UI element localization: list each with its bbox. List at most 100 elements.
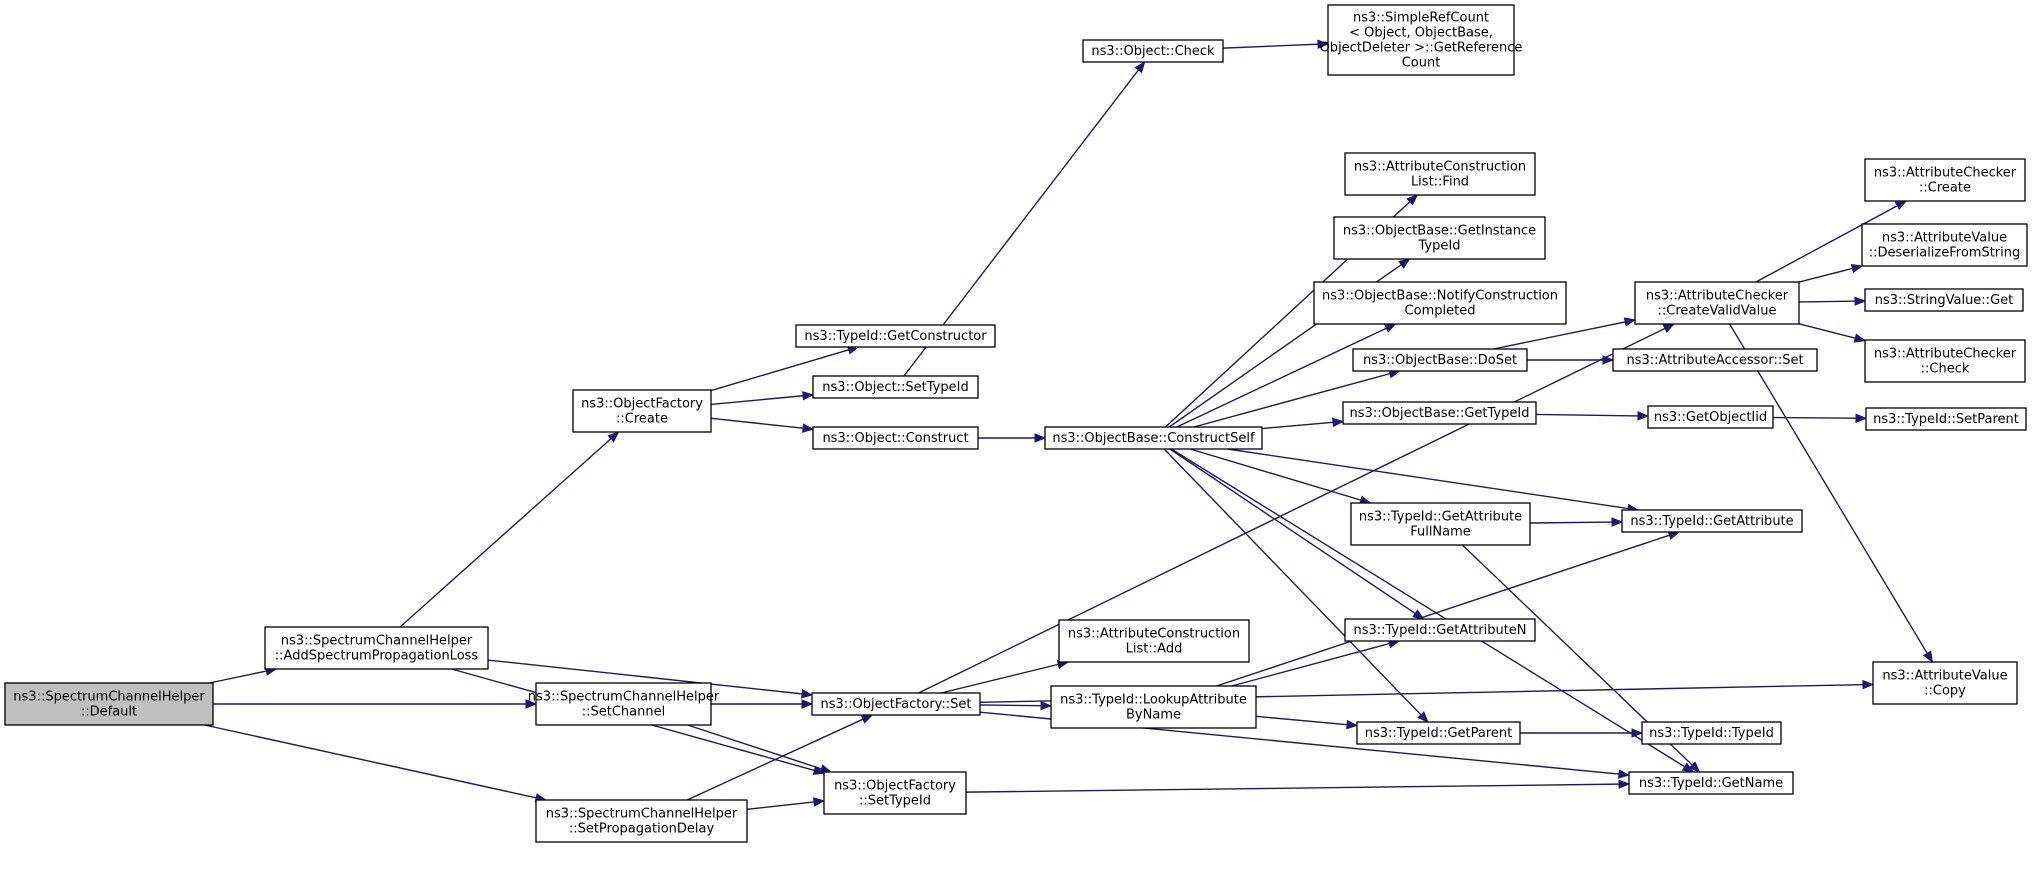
node-accreatevalid[interactable]: ns3::AttributeChecker::CreateValidValue: [1634, 281, 1800, 325]
arrowhead: [1862, 679, 1875, 690]
edge-accreatevalid-to-avcopy: [1728, 323, 1928, 654]
node-osettypeid[interactable]: ns3::Object::SetTypeId: [812, 375, 979, 399]
node-box: [812, 375, 979, 399]
edge-default-to-addloss: [209, 670, 267, 684]
node-tgetname[interactable]: ns3::TypeId::GetName: [1628, 771, 1794, 795]
node-avdeser[interactable]: ns3::AttributeValue::DeserializeFromStri…: [1861, 223, 2028, 267]
edge-ofsettypeid-to-tgetname: [965, 783, 1620, 793]
nodes: ns3::SpectrumChannelHelper::Defaultns3::…: [4, 4, 2028, 843]
node-obconstructself[interactable]: ns3::ObjectBase::ConstructSelf: [1044, 426, 1263, 450]
arrowhead: [1417, 711, 1429, 723]
arrowhead: [1662, 323, 1676, 333]
node-tgetattr[interactable]: ns3::TypeId::GetAttribute: [1621, 509, 1803, 533]
node-label: ns3::TypeId::TypeId: [1649, 726, 1774, 741]
arrowhead: [1602, 355, 1615, 365]
node-label: ::SetChannel: [582, 705, 665, 720]
node-ttypeid[interactable]: ns3::TypeId::TypeId: [1641, 721, 1782, 745]
node-obnotify[interactable]: ns3::ObjectBase::NotifyConstructionCompl…: [1313, 281, 1567, 325]
edge-obconstructself-to-tgetparent: [1163, 448, 1422, 716]
node-tsetparent[interactable]: ns3::TypeId::SetParent: [1865, 407, 2027, 431]
node-label: TypeId: [1418, 239, 1461, 254]
node-obgettypeid[interactable]: ns3::ObjectBase::GetTypeId: [1342, 401, 1537, 425]
edge-ofcreate-to-tgetctor: [710, 349, 849, 392]
node-ofset[interactable]: ns3::ObjectFactory::Set: [811, 692, 981, 716]
node-refcount[interactable]: ns3::SimpleRefCount< Object, ObjectBase,…: [1320, 4, 1523, 76]
edge-tgetattrfull-to-tgetattr: [1529, 521, 1613, 524]
node-label: ns3::ObjectBase::GetInstance: [1343, 224, 1536, 239]
node-label: ns3::SpectrumChannelHelper: [281, 634, 473, 649]
node-label: ::SetTypeId: [859, 794, 931, 809]
edge-obgettypeid-to-getobjectiid: [1535, 413, 1639, 417]
node-box: [1872, 661, 2018, 705]
node-label: ns3::Object::Construct: [822, 431, 968, 446]
edge-tlookup-to-tgetattr: [1216, 534, 1670, 687]
node-setdelay[interactable]: ns3::SpectrumChannelHelper::SetPropagati…: [535, 799, 748, 843]
node-svget[interactable]: ns3::StringValue::Get: [1864, 288, 2024, 312]
node-getobjectiid[interactable]: ns3::GetObjectIid: [1647, 405, 1774, 429]
node-ocheck[interactable]: ns3::Object::Check: [1082, 39, 1224, 63]
node-box: [823, 771, 967, 815]
node-box: [1621, 509, 1803, 533]
edge-obconstructself-to-tgetattrn: [1169, 448, 1416, 615]
node-tgetattrn[interactable]: ns3::TypeId::GetAttributeN: [1344, 618, 1536, 642]
arrowhead: [802, 391, 815, 401]
node-label: ns3::SpectrumChannelHelper: [528, 690, 720, 705]
node-box: [1050, 685, 1257, 729]
node-label: ::Create: [616, 412, 668, 427]
arrowhead: [1040, 700, 1053, 711]
arrowhead: [1618, 769, 1631, 779]
node-setchannel[interactable]: ns3::SpectrumChannelHelper::SetChannel: [528, 682, 720, 726]
node-aaset[interactable]: ns3::AttributeAccessor::Set: [1612, 348, 1818, 372]
edge-tlookup-to-tgetattrn: [1231, 642, 1390, 687]
arrowhead: [1134, 60, 1146, 74]
arrowhead: [1034, 433, 1047, 443]
arrowhead: [1853, 333, 1867, 343]
node-box: [1342, 401, 1537, 425]
node-default[interactable]: ns3::SpectrumChannelHelper::Default: [4, 682, 214, 726]
node-box: [1082, 39, 1224, 63]
node-label: ns3::ObjectFactory: [834, 779, 956, 794]
node-accheck[interactable]: ns3::AttributeChecker::Check: [1864, 339, 2026, 383]
edge-accreatevalid-to-accheck: [1798, 323, 1856, 339]
node-ofcreate[interactable]: ns3::ObjectFactory::Create: [572, 389, 712, 433]
arrowhead: [1688, 761, 1701, 773]
node-box: [811, 692, 981, 716]
arrowhead: [1412, 609, 1425, 620]
edge-ofcreate-to-osettypeid: [710, 395, 804, 406]
node-box: [264, 626, 489, 670]
node-label: ns3::AttributeChecker: [1646, 289, 1789, 304]
edge-accreatevalid-to-accreate: [1755, 205, 1898, 283]
arrowhead: [801, 699, 814, 709]
node-label: ns3::TypeId::GetAttribute: [1359, 510, 1522, 525]
node-ofsettypeid[interactable]: ns3::ObjectFactory::SetTypeId: [823, 771, 967, 815]
node-box: [1864, 158, 2026, 202]
node-label: ns3::AttributeValue: [1882, 669, 2007, 684]
node-label: ::Create: [1919, 181, 1971, 196]
node-tgetctor[interactable]: ns3::TypeId::GetConstructor: [795, 324, 996, 348]
edge-addloss-to-ofset: [487, 659, 803, 695]
node-oconstruct[interactable]: ns3::Object::Construct: [812, 426, 979, 450]
arrowhead: [1922, 650, 1934, 664]
node-addloss[interactable]: ns3::SpectrumChannelHelper::AddSpectrumP…: [264, 626, 489, 670]
node-accreate[interactable]: ns3::AttributeChecker::Create: [1864, 158, 2026, 202]
node-box: [1058, 619, 1250, 663]
edge-setchannel-to-ofsettypeid: [687, 724, 822, 770]
node-box: [1344, 152, 1536, 196]
node-tgetparent[interactable]: ns3::TypeId::GetParent: [1356, 721, 1521, 745]
node-label: ns3::TypeId::GetName: [1639, 776, 1783, 791]
node-avcopy[interactable]: ns3::AttributeValue::Copy: [1872, 661, 2018, 705]
node-label: ::Default: [81, 705, 137, 720]
node-box: [1350, 502, 1531, 546]
node-label: Count: [1402, 56, 1441, 71]
node-obdoset[interactable]: ns3::ObjectBase::DoSet: [1352, 348, 1528, 372]
node-box: [795, 324, 996, 348]
edge-accreatevalid-to-avdeser: [1798, 267, 1853, 283]
node-box: [1313, 281, 1567, 325]
node-label: ::CreateValidValue: [1658, 304, 1777, 319]
